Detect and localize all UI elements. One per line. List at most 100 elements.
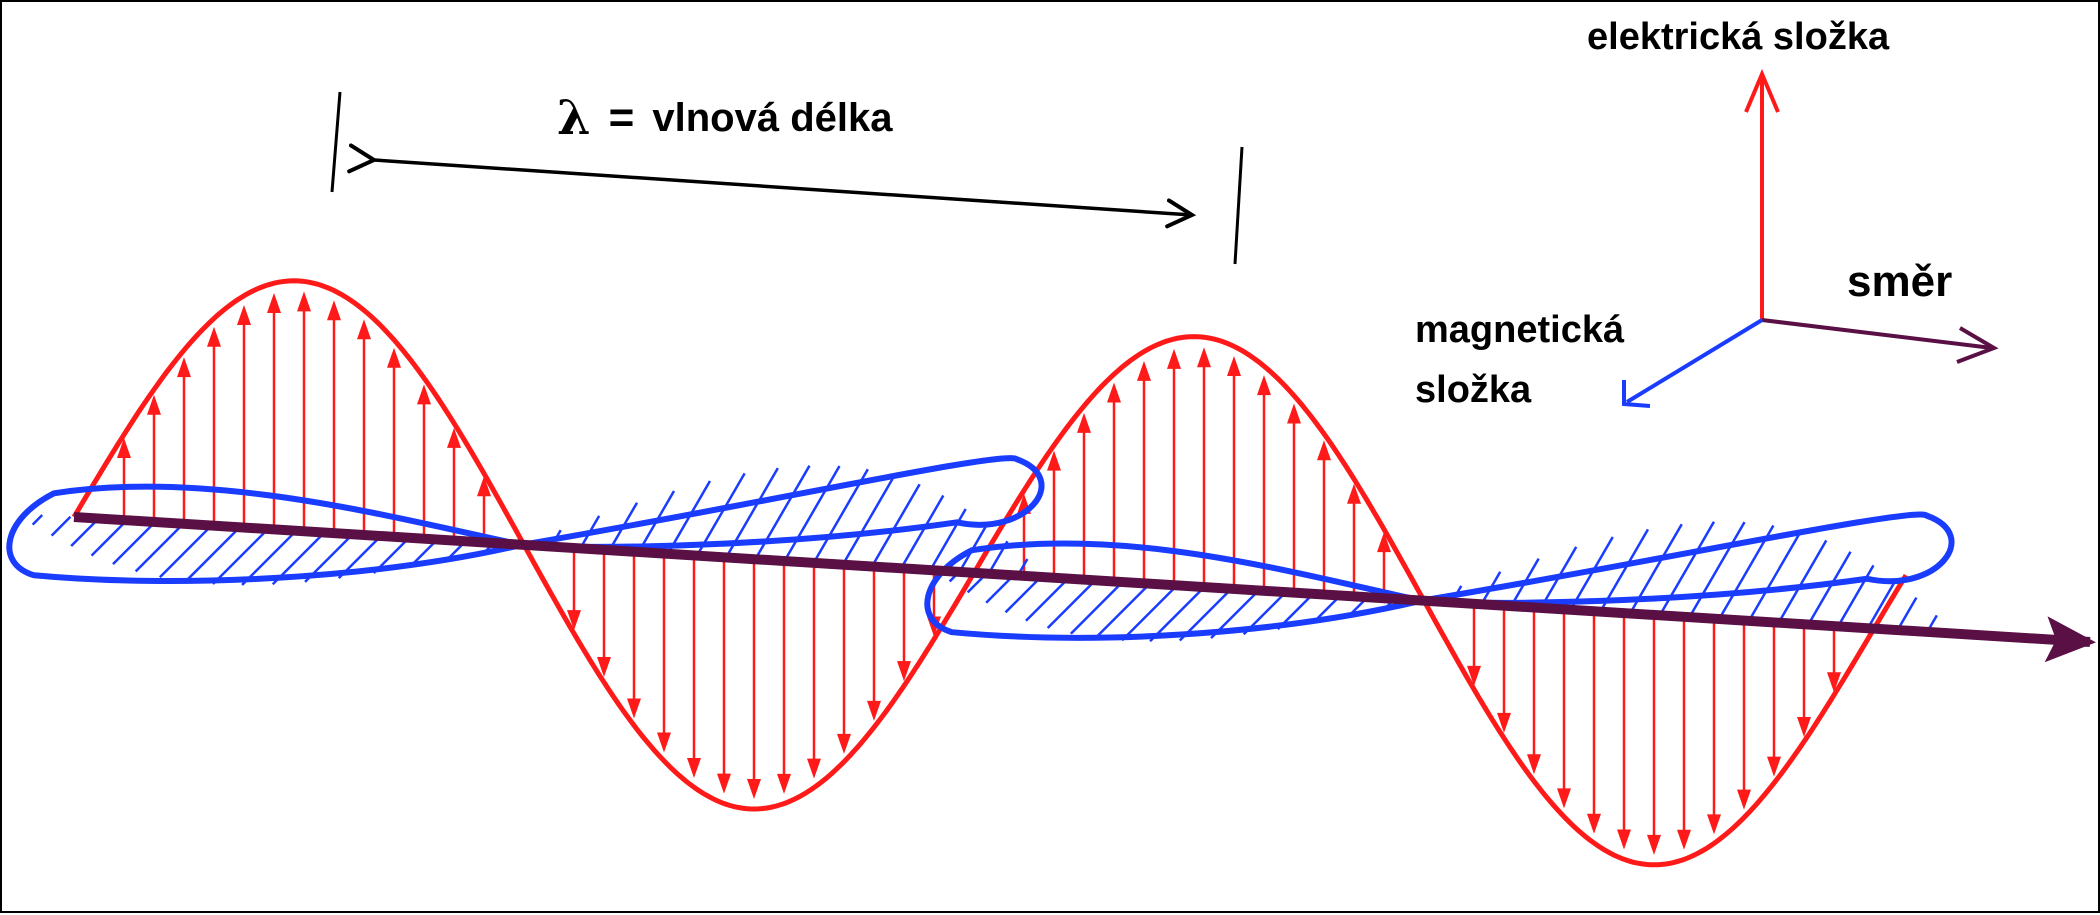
wavelength-indicator [330,91,1244,265]
electric-vector-head [417,384,431,405]
wavelength-tick-right [1233,146,1244,265]
magnetic-component-label: magnetická složka [1415,300,1735,420]
electric-vector-head [1737,789,1751,810]
electric-vector-head [1707,814,1721,835]
magnetic-axis-arrowhead [1622,380,1651,408]
magnetic-lobe [6,483,523,585]
direction-label: směr [1847,257,1953,306]
magnetic-vector [1149,586,1206,643]
magnetic-vector [212,528,269,585]
magnetic-axis-arrow [1625,318,1764,404]
magnetic-vector [1866,580,1897,629]
electric-vector-head [1557,788,1571,809]
magnetic-vector [134,522,185,573]
electric-vector-head [1587,813,1601,834]
electric-vector-head [1617,829,1631,850]
magnetic-vector [783,465,841,562]
magnetic-lobe [521,455,1045,550]
electric-vector-head [1227,356,1241,377]
electric-axis-arrowhead [1744,68,1780,113]
magnetic-vector [1242,591,1287,636]
magnetic-vector [695,472,746,557]
electric-vector-head [1767,756,1781,777]
magnetic-vector [1069,581,1124,635]
magnetic-vector [1539,546,1578,609]
magnetic-vector [1599,528,1650,613]
direction-axis-arrow [1761,318,1993,350]
magnetic-lobe [1421,511,1955,606]
magnetic-vector [666,480,712,555]
magnetic-vector [50,515,72,537]
electric-vector-head [357,319,371,340]
electric-vector-head [297,291,311,312]
magnetic-vector [725,467,779,559]
electric-vector-head [1287,403,1301,424]
electric-vector-head [687,757,701,778]
electric-vector-head [177,357,191,378]
magnetic-vector [271,531,326,586]
electric-vector-head [327,300,341,321]
magnetic-vector [158,524,213,579]
magnetic-vector [929,508,967,571]
electric-vector-head [237,305,251,326]
electric-vector-head [267,293,281,314]
electric-vector-head [1677,829,1691,850]
wavelength-double-arrow [374,160,1192,215]
electric-vector-head [1197,347,1211,368]
magnetic-vector [1777,539,1828,624]
axes-legend [1622,68,1999,408]
electric-vector-head [147,394,161,415]
magnetic-vector [812,468,869,564]
magnetic-vector [1569,536,1614,611]
magnetic-lobe [924,540,1423,641]
wavelength-text: vlnová délka [652,95,893,140]
electric-vector-head [597,657,611,678]
magnetic-vector [1004,576,1042,614]
magnetic-vector [304,533,354,583]
magnetic-vector [1046,579,1097,629]
electric-vector-head [747,779,761,800]
electric-vector-head [627,698,641,719]
wavelength-tick-left [330,91,342,193]
magnetic-vector [1747,530,1802,622]
magnetic-vector [1658,521,1716,616]
electric-vector-head [567,610,581,631]
direction-axis-arrowhead [1956,326,1999,364]
magnetic-vector [841,474,896,566]
electric-component-label: elektrická složka [1587,16,1890,58]
magnetic-vector [1807,551,1852,626]
electric-vector-head [447,427,461,448]
magnetic-vector [184,526,241,583]
magnetic-label-line2: složka [1415,369,1532,411]
electric-vector-head [1527,754,1541,775]
electric-vector-head [1137,360,1151,381]
magnetic-vector [241,529,298,586]
magnetic-vector [608,502,639,551]
equals-sign: = [608,93,635,142]
magnetic-vector [1210,589,1260,639]
magnetic-vector [637,490,676,553]
electric-field-wave [71,278,1909,868]
electric-vector-head [1257,375,1271,396]
magnetic-vector [372,536,410,575]
magnetic-vector [1896,596,1918,631]
electric-vector-head [1107,382,1121,403]
magnetic-vector [754,465,811,560]
electric-vector-head [897,661,911,682]
electric-vector-head [1077,412,1091,433]
magnetic-vector [1025,577,1069,622]
electric-vector-head [1167,348,1181,369]
electric-vector-head [1797,716,1811,737]
magnetic-vector [870,483,921,568]
magnetic-vector [1628,523,1683,615]
lambda-symbol: λ [557,90,591,146]
electric-vector-head [117,438,131,459]
electric-vector-head [1497,712,1511,733]
magnetic-vector [1480,571,1502,605]
electric-vector-head [207,326,221,347]
electric-vector-head [1047,450,1061,471]
magnetic-vector [1688,521,1746,618]
propagation-axis-arrow [73,512,2096,663]
